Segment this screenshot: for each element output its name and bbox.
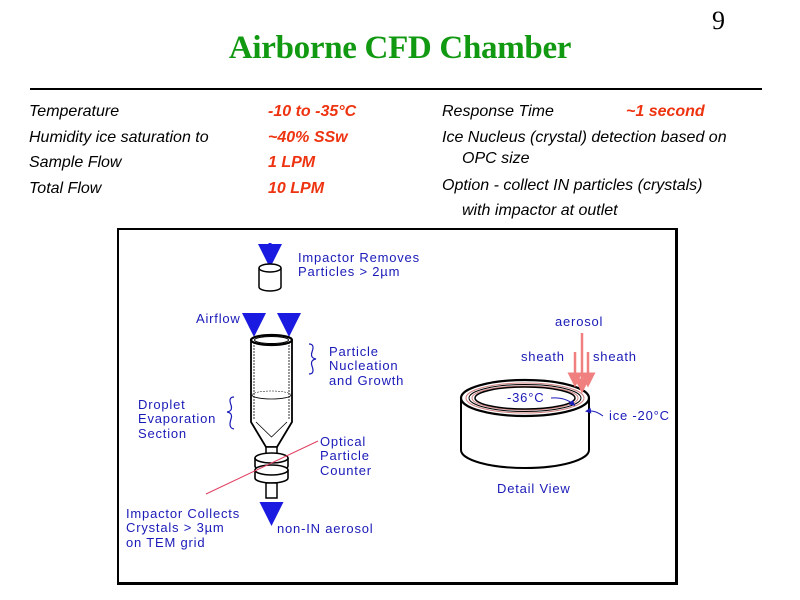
- detail-sheath-left-label: sheath: [521, 349, 565, 364]
- nucleation-label-line1: Particle: [329, 344, 379, 359]
- detail-caption: Detail View: [497, 481, 571, 496]
- detail-sheath-right-label: sheath: [593, 349, 637, 364]
- outlet-tube: [265, 482, 278, 499]
- spec-label-total-flow: Total Flow: [29, 180, 102, 197]
- detail-cylinder-icon: [459, 378, 591, 469]
- spec-value-total-flow: 10 LPM: [268, 180, 325, 197]
- outlet-label: non-IN aerosol: [277, 521, 373, 536]
- slide-title: Airborne CFD Chamber: [228, 30, 572, 66]
- spec-label-humidity: Humidity ice saturation to: [29, 129, 209, 146]
- impactor-top-label-line1: Impactor Removes: [298, 250, 420, 265]
- evaporation-label-line3: Section: [138, 426, 187, 441]
- inlet-impactor-icon: [258, 263, 282, 292]
- opc-label-line2: Particle: [320, 448, 370, 463]
- opc-label-line1: Optical: [320, 434, 366, 449]
- spec-option-line2: with impactor at outlet: [462, 202, 618, 219]
- impactor-bottom-label-line2: Crystals > 3µm: [126, 520, 225, 535]
- detail-inner-temp-label: -36°C: [507, 390, 544, 405]
- title-divider: [30, 88, 762, 90]
- airflow-label: Airflow: [196, 311, 241, 326]
- cfd-column-icon: [249, 333, 294, 456]
- detail-aerosol-label: aerosol: [555, 314, 603, 329]
- impactor-top-label-line2: Particles > 2µm: [298, 264, 400, 279]
- outer-wall-pointer-icon: [585, 407, 604, 417]
- opc-label-line3: Counter: [320, 463, 372, 478]
- inner-temp-pointer-icon: [550, 397, 576, 406]
- spec-label-sample-flow: Sample Flow: [29, 154, 122, 171]
- spec-value-response-time: ~1 second: [626, 103, 705, 120]
- opc-leader-line: [205, 440, 319, 495]
- spec-option-line1: Option - collect IN particles (crystals): [442, 177, 703, 194]
- nucleation-brace-icon: [308, 343, 317, 375]
- evaporation-label-line2: Evaporation: [138, 411, 216, 426]
- nucleation-label-line2: Nucleation: [329, 358, 398, 373]
- evaporation-brace-icon: [226, 396, 235, 430]
- impactor-bottom-label-line1: Impactor Collects: [126, 506, 240, 521]
- nucleation-label-line3: and Growth: [329, 373, 404, 388]
- spec-detection-line2: OPC size: [462, 150, 530, 167]
- spec-value-humidity: ~40% SSw: [268, 129, 348, 146]
- page-number: 9: [712, 6, 725, 35]
- spec-value-sample-flow: 1 LPM: [268, 154, 316, 171]
- evaporation-label-line1: Droplet: [138, 397, 186, 412]
- spec-value-temperature: -10 to -35°C: [268, 103, 357, 120]
- detail-outer-wall-label: ice -20°C: [609, 408, 670, 423]
- spec-label-response-time: Response Time: [442, 103, 554, 120]
- impactor-bottom-label-line3: on TEM grid: [126, 535, 205, 550]
- spec-label-temperature: Temperature: [29, 103, 120, 120]
- opc-disk-lower-icon: [254, 464, 289, 484]
- spec-detection-line1: Ice Nucleus (crystal) detection based on: [442, 129, 727, 146]
